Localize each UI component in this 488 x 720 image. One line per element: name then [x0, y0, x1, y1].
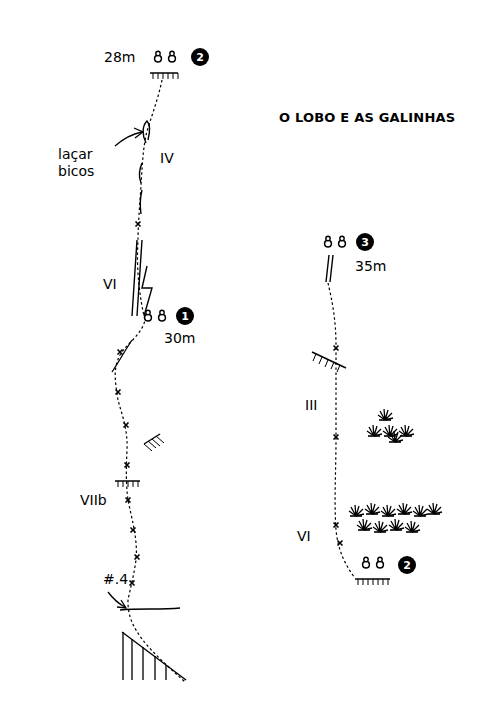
- gear-label: #.4: [103, 571, 128, 588]
- grade-label: IV: [160, 150, 174, 167]
- belay-number-text: 2: [403, 560, 411, 571]
- grade-label: VIIb: [80, 492, 107, 509]
- grade-label: VI: [103, 276, 117, 293]
- belay-number-text: 2: [196, 52, 204, 63]
- belay-number: 3: [356, 233, 374, 251]
- belay-number: 2: [398, 556, 416, 574]
- belay-number-text: 1: [181, 311, 189, 322]
- belay-number: 1: [176, 307, 194, 325]
- length-label: 35m: [355, 258, 386, 275]
- length-label: 28m: [104, 49, 135, 66]
- note-label: laçar bicos: [58, 146, 114, 180]
- length-label: 30m: [164, 330, 195, 347]
- belay-number: 2: [191, 48, 209, 66]
- grade-label: III: [305, 397, 317, 414]
- belay-number-text: 3: [361, 237, 369, 248]
- grade-label: VI: [297, 528, 311, 545]
- route-title: O LOBO E AS GALINHAS: [279, 110, 455, 125]
